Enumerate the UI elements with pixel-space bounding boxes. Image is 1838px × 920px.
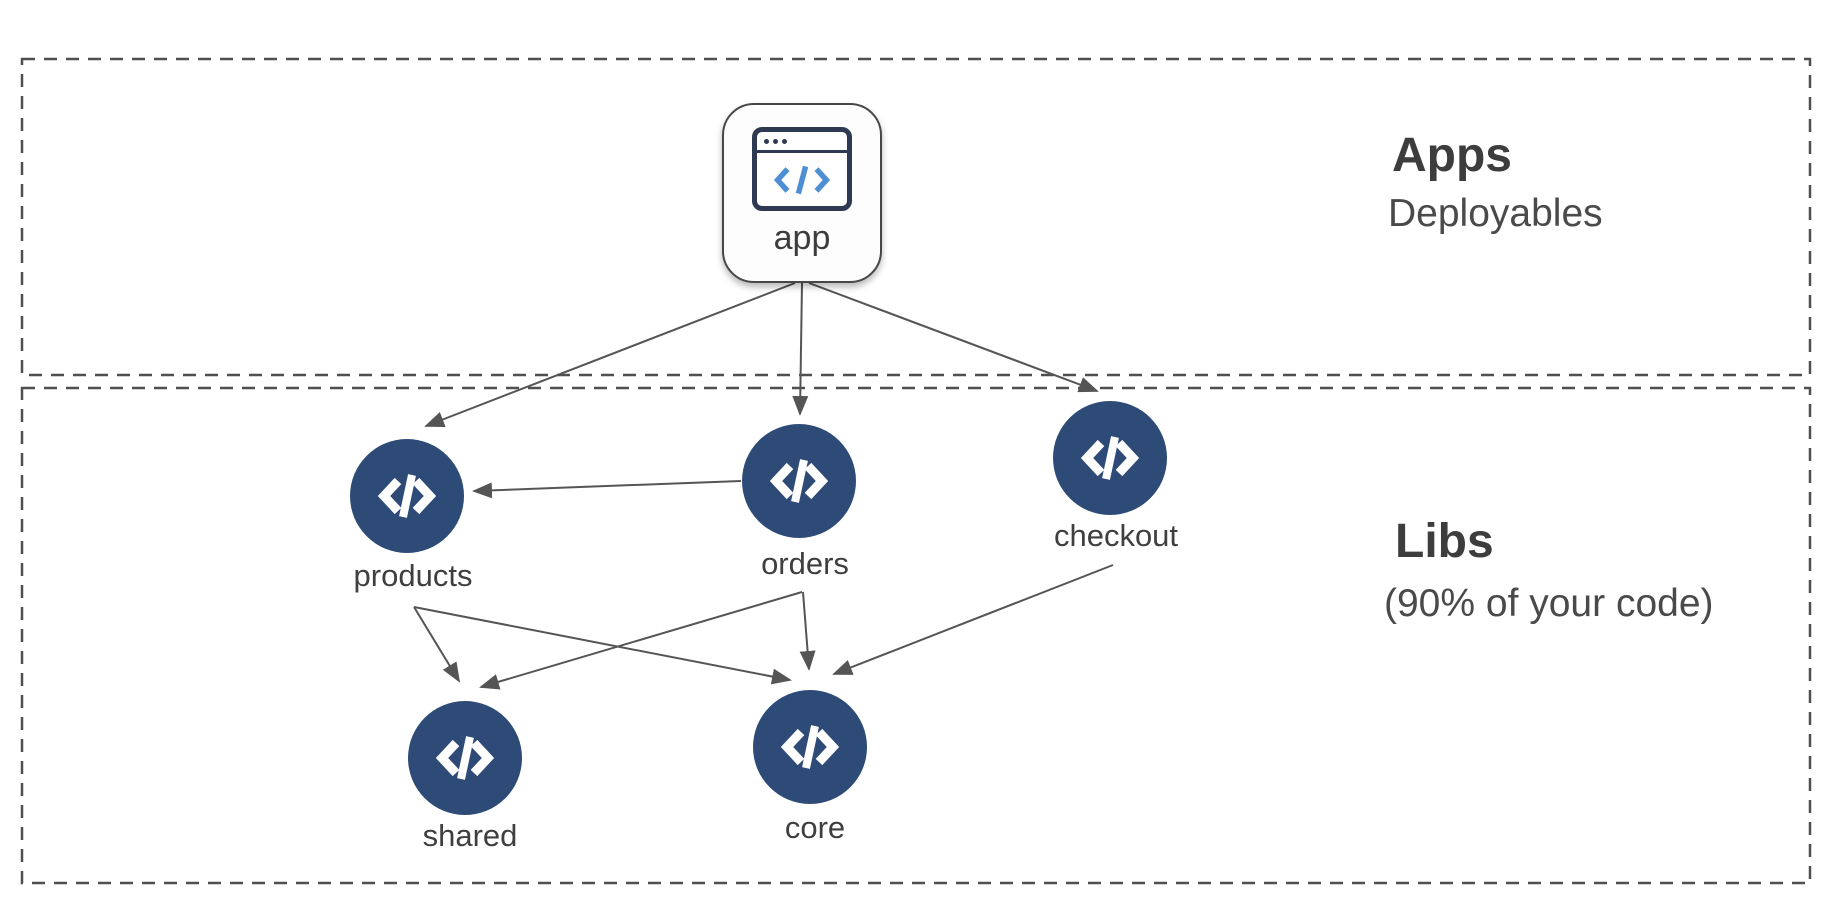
node-core-label: core — [784, 810, 846, 845]
browser-dot — [782, 138, 787, 144]
edge-products-core — [413, 606, 792, 685]
browser-body — [757, 153, 847, 206]
browser-dot — [773, 138, 778, 144]
node-orders-label: orders — [761, 546, 849, 581]
browser-code-icon — [752, 127, 852, 211]
node-checkout — [1053, 401, 1167, 515]
edge-app-products — [424, 282, 796, 427]
edge-orders-products — [472, 480, 742, 499]
edge-orders-core — [799, 591, 816, 671]
edge-products-shared — [413, 606, 461, 683]
node-app: app — [722, 103, 882, 283]
code-icon — [435, 736, 495, 780]
node-products — [350, 439, 464, 553]
code-icon — [769, 459, 829, 503]
libs-section-title: Libs — [1395, 515, 1494, 568]
browser-dot — [764, 138, 769, 144]
apps-section-title: Apps — [1392, 129, 1512, 182]
apps-section-box — [20, 57, 1812, 377]
browser-topbar — [757, 132, 847, 153]
edge-app-checkout — [808, 282, 1099, 393]
node-orders — [742, 424, 856, 538]
edge-checkout-core — [832, 564, 1114, 675]
code-icon — [780, 725, 840, 769]
node-app-label: app — [773, 219, 831, 257]
node-products-label: products — [353, 558, 473, 593]
code-icon — [377, 474, 437, 518]
code-glyph-blue — [773, 165, 831, 194]
edge-orders-shared — [479, 591, 803, 690]
node-checkout-label: checkout — [1053, 518, 1179, 553]
libs-section-subtitle: (90% of your code) — [1384, 582, 1714, 625]
node-shared-label: shared — [422, 818, 518, 853]
code-icon — [1080, 436, 1140, 480]
apps-section-subtitle: Deployables — [1388, 192, 1603, 235]
edge-app-orders — [792, 282, 809, 416]
node-core — [753, 690, 867, 804]
libs-section-box — [20, 386, 1812, 885]
node-shared — [408, 701, 522, 815]
